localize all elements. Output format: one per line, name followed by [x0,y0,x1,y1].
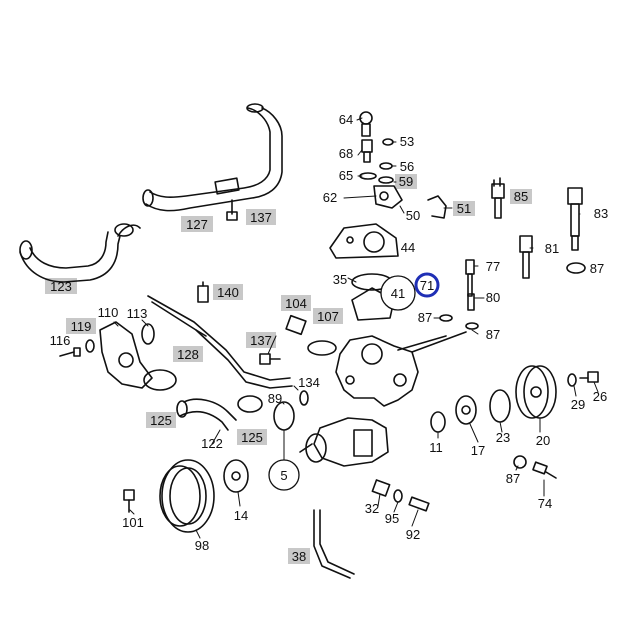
highlight-119 [66,318,96,334]
pipe-128-drawing [147,295,293,389]
label-highlight-boxes [45,174,532,564]
label-122[interactable]: 122 [201,436,223,451]
label-51[interactable]: 51 [457,201,471,216]
highlight-38 [288,548,310,564]
label-123[interactable]: 123 [50,279,72,294]
label-35[interactable]: 35 [333,272,347,287]
housing-110-drawing [59,321,155,389]
hose-125-drawing [176,395,263,431]
selected-ring-71 [414,272,440,298]
label-32[interactable]: 32 [365,501,379,516]
hose-123-drawing [19,223,141,283]
label-77[interactable]: 77 [486,259,500,274]
label-62[interactable]: 62 [323,190,337,205]
highlight-140 [213,284,243,300]
label-87b[interactable]: 87 [418,310,432,325]
circle-41 [380,275,416,311]
highlight-59 [395,174,417,189]
label-50[interactable]: 50 [406,208,420,223]
callout-lines [113,117,599,539]
label-74[interactable]: 74 [538,496,552,511]
label-107[interactable]: 107 [317,309,339,324]
label-116[interactable]: 116 [50,333,71,348]
clamp-113-drawing [143,369,177,391]
label-26[interactable]: 26 [593,389,607,404]
label-125b[interactable]: 125 [241,430,263,445]
label-101[interactable]: 101 [122,515,144,530]
sensor-77-80-drawing [439,259,479,330]
highlight-125a [146,412,176,428]
housing-44-drawing [329,223,399,259]
highlight-51 [453,201,475,216]
label-83[interactable]: 83 [594,206,608,221]
label-110[interactable]: 110 [98,305,119,320]
label-137b[interactable]: 137 [250,333,272,348]
fitting-140-drawing [197,281,209,303]
label-14[interactable]: 14 [234,508,248,523]
bolt-137a-drawing [226,199,238,221]
hose-127-drawing [142,103,283,212]
pipe-38-drawing [313,509,355,579]
water-pump-drawing [299,417,389,467]
label-56[interactable]: 56 [400,159,414,174]
label-65[interactable]: 65 [339,168,353,183]
label-95[interactable]: 95 [385,511,399,526]
highlight-137b [246,332,276,348]
label-134[interactable]: 134 [298,375,320,390]
main-housing-drawing [335,331,467,407]
label-85[interactable]: 85 [514,189,528,204]
pulley-lower-left-drawing [123,459,249,533]
label-41[interactable]: 41 [391,286,405,301]
label-128[interactable]: 128 [177,347,199,362]
sensor-74-drawing [513,455,557,479]
highlight-127 [181,216,213,232]
diagram-background [0,90,640,580]
label-125a[interactable]: 125 [150,413,172,428]
highlight-104 [281,295,311,311]
label-59[interactable]: 59 [399,174,413,189]
label-17[interactable]: 17 [471,443,485,458]
highlight-137a [246,209,276,225]
label-80[interactable]: 80 [486,290,500,305]
highlight-107 [313,308,343,324]
pulley-group-right-drawing [430,365,599,433]
label-113[interactable]: 113 [127,306,148,321]
label-137a[interactable]: 137 [250,210,272,225]
label-87c[interactable]: 87 [486,327,500,342]
label-81[interactable]: 81 [545,241,559,256]
sensors-right-drawing [491,177,586,279]
label-127[interactable]: 127 [186,217,208,232]
label-68[interactable]: 68 [339,146,353,161]
label-20[interactable]: 20 [536,433,550,448]
label-circles [268,275,416,491]
highlight-128 [173,346,203,362]
label-5[interactable]: 5 [280,468,287,483]
highlight-85 [510,189,532,204]
label-44[interactable]: 44 [401,240,415,255]
label-89[interactable]: 89 [268,391,282,406]
part-drawings [19,103,599,579]
highlight-125b [237,429,267,445]
label-53[interactable]: 53 [400,134,414,149]
circle-5 [268,459,300,491]
bolt-137b-drawing [259,353,281,365]
label-64[interactable]: 64 [339,112,353,127]
label-104[interactable]: 104 [285,296,307,311]
label-87d[interactable]: 87 [506,471,520,486]
label-98[interactable]: 98 [195,538,209,553]
label-38[interactable]: 38 [292,549,306,564]
part-labels: 64 53 68 56 65 59 62 50 51 85 83 44 81 7… [50,112,609,564]
label-71[interactable]: 71 [420,278,434,293]
label-92[interactable]: 92 [406,527,420,542]
label-119[interactable]: 119 [71,319,92,334]
label-11[interactable]: 11 [429,440,443,455]
small-parts-bottom-drawing [371,479,430,512]
label-29[interactable]: 29 [571,397,585,412]
label-87a[interactable]: 87 [590,261,604,276]
fitting-104-107-drawing [285,314,337,356]
label-140[interactable]: 140 [217,285,239,300]
label-23[interactable]: 23 [496,430,510,445]
